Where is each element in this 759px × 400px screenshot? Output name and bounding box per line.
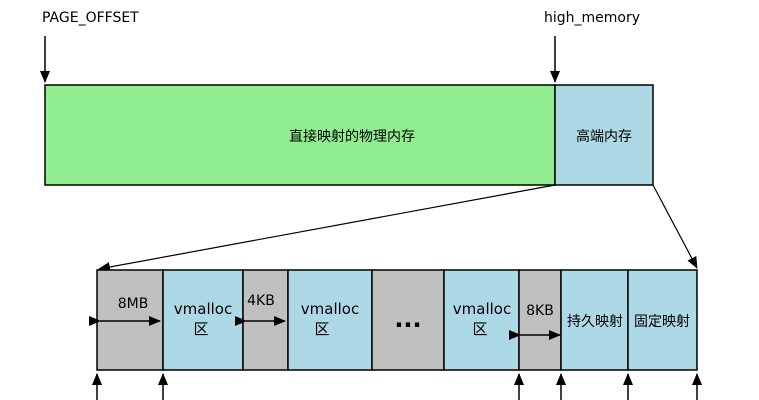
gap-8kb-segment: [518, 269, 562, 371]
persistent-mapping-label: 持久映射: [567, 314, 623, 330]
gap-8kb-label: 8KB: [526, 303, 554, 319]
vmalloc-2-label-line1: vmalloc: [301, 300, 359, 318]
vmalloc-2-label-line2: 区: [314, 320, 329, 338]
high-memory-region: [554, 84, 654, 186]
fixed-mapping-region: [627, 269, 698, 371]
persistent-mapping-region: [560, 269, 629, 371]
gap-4kb-segment: [242, 269, 289, 371]
direct-mapped-memory-region: [44, 84, 556, 186]
ellipsis-label: ...: [394, 305, 421, 333]
high-memory-region-label: 高端内存: [576, 128, 632, 145]
page-offset-label: PAGE_OFFSET: [42, 10, 139, 26]
gap-4kb-label: 4KB: [247, 293, 275, 309]
zoom-line-right: [652, 184, 698, 269]
vmalloc-3-label-line1: vmalloc: [453, 300, 511, 318]
vmalloc-1-label-line1: vmalloc: [174, 300, 232, 318]
vmalloc-area-2: [287, 269, 373, 371]
fixed-mapping-label: 固定映射: [634, 314, 690, 330]
high-memory-label: high_memory: [544, 10, 640, 26]
direct-mapped-memory-label: 直接映射的物理内存: [289, 128, 415, 145]
vmalloc-1-label-line2: 区: [193, 320, 208, 338]
vmalloc-area-1: [162, 269, 244, 371]
vmalloc-3-label-line2: 区: [472, 320, 487, 338]
gap-8mb-segment: [96, 269, 164, 371]
gap-8mb-label: 8MB: [118, 296, 149, 312]
zoom-line-left: [98, 184, 556, 272]
ellipsis-segment: [371, 269, 445, 371]
